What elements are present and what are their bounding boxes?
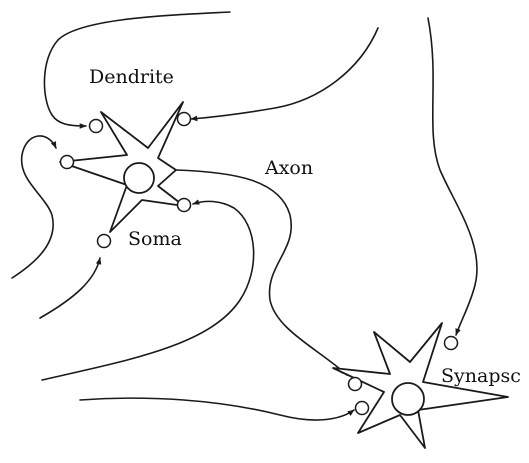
input-fiber-bottom [40,258,100,318]
synapse-terminal-left [61,156,74,169]
synapse-terminal-soma-right [178,199,191,212]
neuron-2-nucleus [392,383,424,415]
synapse-label: Synapsc [441,365,521,387]
synapse-terminal-neuron-2-top [445,337,458,350]
synapse-terminal-bottom [98,235,111,248]
input-fiber-top-right [191,28,378,119]
neuron-1-nucleus [124,163,154,193]
synapse-terminal-dendrite-left [90,120,103,133]
input-fiber-left-loop [12,136,56,278]
axon-label: Axon [264,157,313,179]
synapse-terminal-neuron-2-left [349,378,362,391]
axon-fiber [176,170,347,375]
neuron-1-soma-body [60,102,184,232]
synapse-terminal-dendrite-right [178,113,191,126]
soma-label: Soma [128,228,182,250]
synapse-terminal-neuron-2-bottom [356,402,369,415]
input-fiber-bottom-long [80,398,354,420]
dendrite-label: Dendrite [89,66,174,88]
input-fiber-top-right-long [428,18,477,335]
